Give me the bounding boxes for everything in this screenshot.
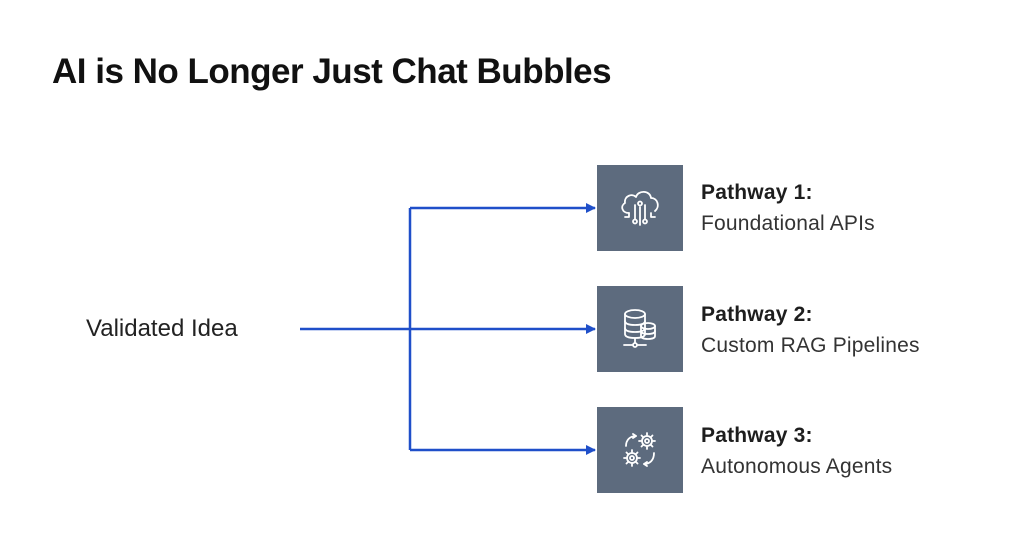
pathway-3-icon-box xyxy=(597,407,683,493)
cloud-network-icon xyxy=(621,190,659,226)
pathway-2-icon-box xyxy=(597,286,683,372)
pathway-1-icon-box xyxy=(597,165,683,251)
pathway-2: Pathway 2: Custom RAG Pipelines xyxy=(701,303,920,358)
pathway-1: Pathway 1: Foundational APIs xyxy=(701,181,875,236)
pathway-1-description: Foundational APIs xyxy=(701,212,875,235)
pathway-2-description: Custom RAG Pipelines xyxy=(701,334,920,357)
pathway-3-description: Autonomous Agents xyxy=(701,455,893,478)
pathway-3: Pathway 3: Autonomous Agents xyxy=(701,424,892,479)
database-icon xyxy=(623,309,656,348)
pathway-3-title: Pathway 3: xyxy=(701,424,813,447)
gears-cycle-icon xyxy=(623,432,656,467)
source-node-label: Validated Idea xyxy=(86,315,238,342)
pathway-1-title: Pathway 1: xyxy=(701,181,813,204)
slide-title: AI is No Longer Just Chat Bubbles xyxy=(52,52,612,91)
pathway-2-title: Pathway 2: xyxy=(701,303,813,326)
